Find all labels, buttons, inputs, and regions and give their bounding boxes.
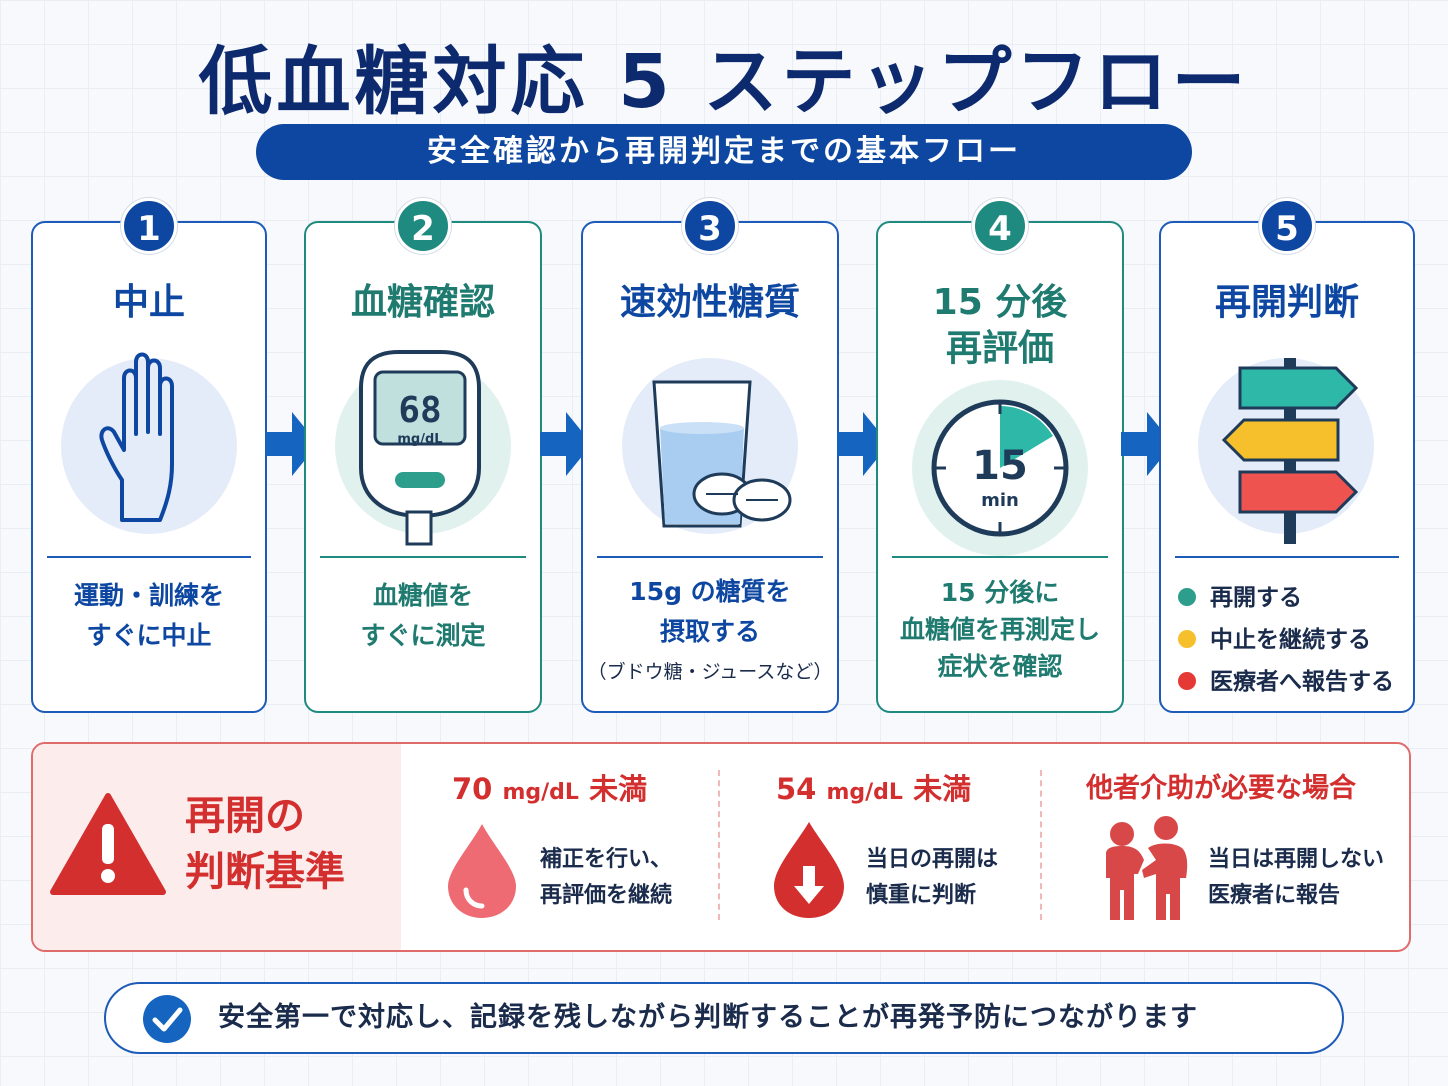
meter-unit: mg/dL <box>397 432 443 447</box>
criteria-col-2-value: 54 <box>776 772 817 806</box>
step-desc-1-line-2: すぐに中止 <box>86 621 212 650</box>
criteria-title-line-2: 判断基準 <box>185 849 345 895</box>
step-badge-3: 3 <box>682 198 738 254</box>
stop-hand-icon <box>99 352 174 522</box>
criteria-separator-1 <box>718 770 720 920</box>
assistance-people-icon <box>1106 816 1188 920</box>
step-badge-1: 1 <box>121 198 177 254</box>
option-report-dot <box>1178 672 1196 690</box>
step-badge-4: 4 <box>972 198 1028 254</box>
criteria-separator-2 <box>1040 770 1042 920</box>
criteria-col-1-line-2: 再評価を継続 <box>540 883 673 908</box>
step-desc-2: 血糖値を すぐに測定 <box>304 576 542 656</box>
criteria-panel: 再開の 判断基準 <box>31 742 1411 952</box>
subtitle-banner: 安全確認から再開判定までの基本フロー <box>256 124 1192 180</box>
step-desc-2-line-2: すぐに測定 <box>360 621 486 650</box>
check-circle-icon <box>143 995 191 1043</box>
step-desc-3-note: （ブドウ糖・ジュースなど） <box>587 661 833 683</box>
criteria-col-2-line-1: 当日の再開は <box>866 847 999 872</box>
footer-note: 安全第一で対応し、記録を残しながら判断することが再発予防につながります <box>104 982 1344 1054</box>
step-badge-2: 2 <box>395 198 451 254</box>
step-badge-5: 5 <box>1259 198 1315 254</box>
glass-and-tablets-icon <box>652 380 792 528</box>
step-desc-3-line-2: 摂取する <box>659 617 760 646</box>
option-report-label: 医療者へ報告する <box>1210 669 1394 695</box>
criteria-col-3-head: 他者介助が必要な場合 <box>1086 773 1356 804</box>
criteria-col-1-suffix: 未満 <box>589 772 648 806</box>
criteria-col-2-suffix: 未満 <box>913 772 972 806</box>
option-resume: 再開する <box>1178 578 1302 612</box>
criteria-col-3-line-2: 医療者に報告 <box>1208 883 1341 908</box>
criteria-col-1-unit: mg/dL <box>502 780 579 805</box>
step-divider-5 <box>1175 556 1399 558</box>
signpost-icon <box>1221 358 1359 544</box>
step-title-3: 速効性糖質 <box>619 282 800 323</box>
footer-text: 安全第一で対応し、記録を残しながら判断することが再発予防につながります <box>218 1002 1198 1033</box>
page-title: 低血糖対応 5 ステップフロー <box>198 39 1250 125</box>
step-divider-3 <box>597 556 823 558</box>
step-divider-1 <box>47 556 251 558</box>
criteria-col-1-value: 70 <box>452 772 493 806</box>
step-desc-4: 15 分後に 血糖値を再測定し 症状を確認 <box>876 574 1124 685</box>
glucose-meter-icon <box>359 350 481 546</box>
criteria-col-2-line-2: 慎重に判断 <box>866 883 977 908</box>
option-continue-stop: 中止を継続する <box>1178 620 1371 654</box>
warning-icon <box>50 793 166 895</box>
step-title-4-line-2: 再評価 <box>945 328 1054 369</box>
criteria-title: 再開の 判断基準 <box>185 788 345 900</box>
step-divider-2 <box>320 556 526 558</box>
step-title-4: 15 分後 再評価 <box>876 280 1124 372</box>
blood-drop-down-icon <box>774 822 844 918</box>
step-title-1: 中止 <box>112 282 185 323</box>
criteria-col-2-head: 54 mg/dL 未満 <box>776 766 971 808</box>
criteria-title-line-1: 再開の <box>185 793 305 839</box>
option-continue-stop-dot <box>1178 630 1196 648</box>
criteria-col-1-line-1: 補正を行い、 <box>540 847 673 872</box>
blood-drop-icon <box>448 824 516 918</box>
timer-value: 15 <box>972 443 1028 489</box>
step-desc-4-line-1: 15 分後に <box>940 578 1060 607</box>
step-title-4-line-1: 15 分後 <box>932 282 1068 323</box>
meter-reading: 68 <box>398 390 442 431</box>
step-desc-1-line-1: 運動・訓練を <box>73 581 224 610</box>
timer-unit: min <box>981 490 1019 511</box>
criteria-col-2-unit: mg/dL <box>826 780 903 805</box>
option-report: 医療者へ報告する <box>1178 662 1394 696</box>
step-desc-1: 運動・訓練を すぐに中止 <box>31 576 267 656</box>
step-desc-3: 15g の糖質を 摂取する （ブドウ糖・ジュースなど） <box>581 572 839 692</box>
criteria-col-3-text: 当日は再開しない 医療者に報告 <box>1208 842 1384 914</box>
option-continue-stop-label: 中止を継続する <box>1210 627 1371 653</box>
step-desc-3-line-1: 15g の糖質を <box>629 577 791 606</box>
flow-arrow-2-icon <box>540 412 592 476</box>
option-resume-dot <box>1178 588 1196 606</box>
criteria-col-1-text: 補正を行い、 再評価を継続 <box>540 842 672 914</box>
step-desc-2-line-1: 血糖値を <box>372 581 473 610</box>
timer-icon <box>931 399 1069 537</box>
option-resume-label: 再開する <box>1210 585 1302 611</box>
step-divider-4 <box>892 556 1108 558</box>
criteria-col-3-line-1: 当日は再開しない <box>1208 847 1385 872</box>
step-title-5: 再開判断 <box>1214 282 1359 323</box>
step-title-2: 血糖確認 <box>350 282 495 323</box>
criteria-col-2-text: 当日の再開は 慎重に判断 <box>866 842 998 914</box>
step-desc-4-line-2: 血糖値を再測定し <box>899 615 1100 644</box>
step-desc-4-line-3: 症状を確認 <box>937 652 1063 681</box>
criteria-col-1-head: 70 mg/dL 未満 <box>452 766 647 808</box>
